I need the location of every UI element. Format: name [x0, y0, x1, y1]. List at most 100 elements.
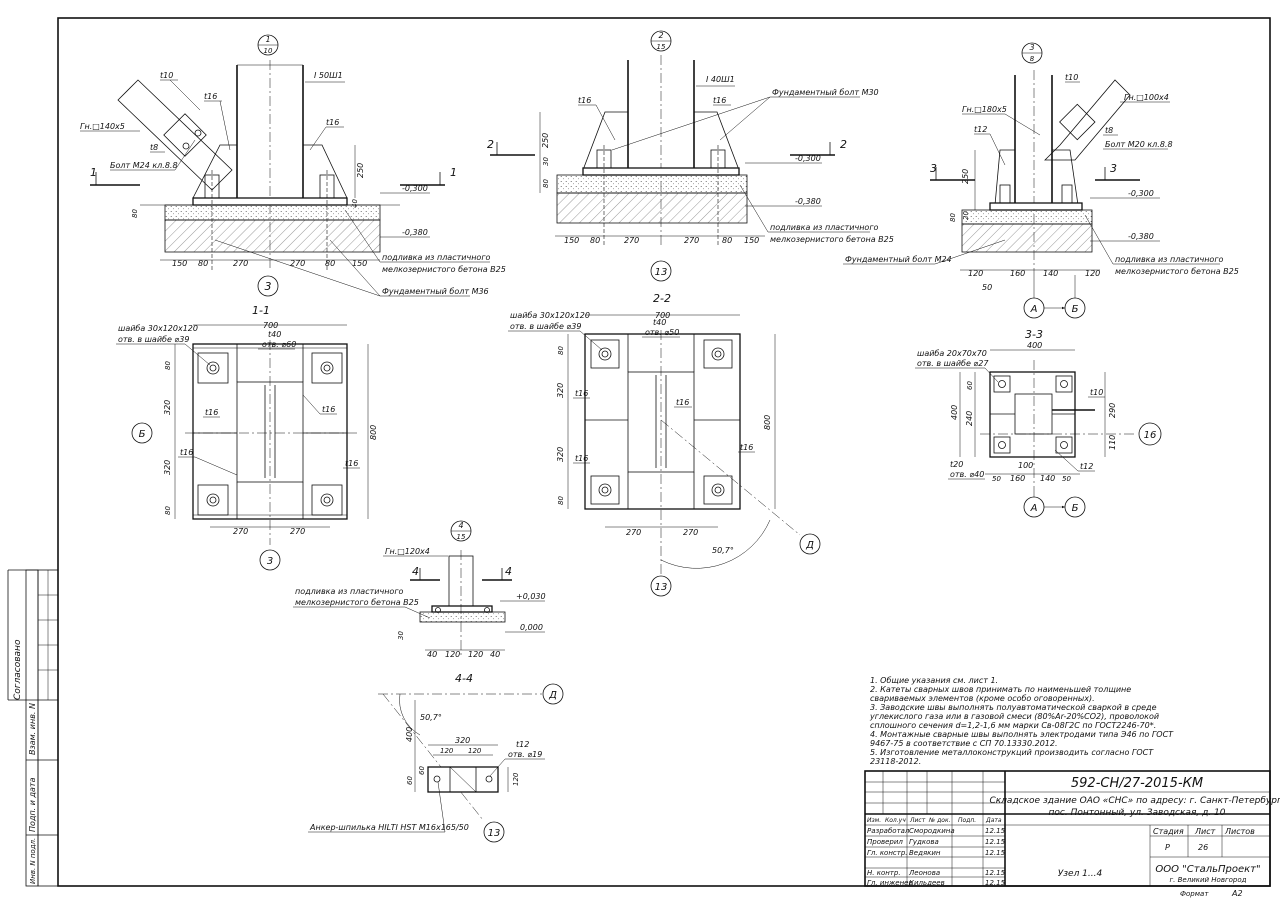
inv-orig-label: Инв. N подл. [29, 838, 37, 884]
svg-text:4: 4 [458, 521, 463, 530]
svg-text:150: 150 [352, 259, 367, 268]
svg-text:мелкозернистого бетона В25: мелкозернистого бетона В25 [295, 598, 419, 607]
svg-text:Лист: Лист [1194, 827, 1216, 836]
v1-brace [117, 79, 233, 191]
svg-text:1: 1 [90, 166, 97, 179]
svg-text:t16: t16 [713, 96, 726, 105]
svg-text:120: 120 [468, 650, 483, 659]
svg-text:подливка из пластичного: подливка из пластичного [770, 223, 879, 232]
svg-text:80: 80 [557, 346, 565, 355]
inv-replace-label: Взам. инв. N [28, 703, 37, 755]
svg-text:80: 80 [722, 236, 732, 245]
svg-text:Гн.□120х4: Гн.□120х4 [385, 547, 430, 556]
svg-text:270: 270 [290, 527, 305, 536]
note-line: 23118-2012. [870, 757, 921, 766]
svg-text:Стадия: Стадия [1153, 827, 1184, 836]
svg-text:-0,380: -0,380 [1128, 232, 1154, 241]
svg-text:t8: t8 [150, 143, 158, 152]
svg-text:150: 150 [172, 259, 187, 268]
svg-text:подливка из пластичного: подливка из пластичного [382, 253, 491, 262]
svg-text:отв. ⌀40: отв. ⌀40 [950, 470, 984, 479]
svg-text:t16: t16 [204, 92, 217, 101]
svg-text:30: 30 [542, 157, 550, 166]
svg-text:270: 270 [683, 528, 698, 537]
svg-text:700: 700 [263, 321, 278, 330]
svg-text:320: 320 [163, 460, 172, 475]
note-line: 5. Изготовление металлоконструкций произ… [870, 748, 1154, 757]
note-line: 3. Заводские швы выполнять полуавтоматич… [870, 703, 1157, 712]
svg-text:270: 270 [290, 259, 305, 268]
svg-text:16: 16 [1144, 430, 1157, 441]
company-city: г. Великий Новгород [1169, 876, 1246, 884]
sign-date-label: Подп. и дата [28, 777, 37, 832]
svg-text:80: 80 [590, 236, 600, 245]
svg-text:13: 13 [488, 828, 501, 839]
svg-text:шайба 30х120х120: шайба 30х120х120 [118, 324, 198, 333]
note-line: свариваемых элементов (кроме особо огово… [870, 694, 1095, 703]
sign-date: 12.15 [985, 879, 1006, 887]
svg-text:50: 50 [1062, 475, 1071, 483]
svg-text:отв. в шайбе ⌀39: отв. в шайбе ⌀39 [510, 322, 581, 331]
svg-text:13: 13 [655, 267, 668, 278]
svg-text:Д: Д [548, 690, 557, 701]
view-1-elevation: 1 10 I 50Ш1 t10 t16 Гн.□140х5 [80, 34, 506, 297]
svg-text:3: 3 [1029, 43, 1034, 52]
sheet-title: Узел 1...4 [1058, 869, 1103, 879]
svg-text:150: 150 [744, 236, 759, 245]
role: Гл. констр. [867, 849, 908, 857]
svg-text:8: 8 [1030, 55, 1035, 63]
svg-text:I 40Ш1: I 40Ш1 [706, 75, 735, 84]
svg-text:Фундаментный болт М36: Фундаментный болт М36 [382, 287, 489, 296]
svg-text:250: 250 [356, 163, 365, 178]
svg-text:13: 13 [655, 582, 668, 593]
note-line: сплошного сечения d=1,2-1,6 мм марки Св-… [870, 721, 1156, 730]
svg-text:t16: t16 [740, 443, 753, 452]
sign-date: 12.15 [985, 849, 1006, 857]
svg-text:отв. ⌀60: отв. ⌀60 [262, 340, 296, 349]
svg-text:t10: t10 [1065, 73, 1078, 82]
view-4-elevation: 4 15 Гн.□120х4 4 4 подливка из пластично… [293, 520, 546, 659]
svg-text:Дата: Дата [985, 817, 1002, 824]
svg-text:мелкозернистого бетона В25: мелкозернистого бетона В25 [1115, 267, 1239, 276]
svg-text:60: 60 [406, 776, 414, 785]
svg-text:1: 1 [450, 166, 457, 179]
person-name: Смородкина [909, 827, 955, 835]
svg-text:320: 320 [556, 447, 565, 462]
svg-text:2: 2 [487, 138, 494, 151]
svg-text:Болт М20 кл.8.8: Болт М20 кл.8.8 [1105, 140, 1173, 149]
svg-text:Болт М24 кл.8.8: Болт М24 кл.8.8 [110, 161, 178, 170]
svg-text:120: 120 [445, 650, 460, 659]
svg-text:3: 3 [930, 162, 937, 175]
svg-text:Анкер-шпилька HILTI HST M16х16: Анкер-шпилька HILTI HST M16х165/50 [309, 823, 469, 832]
svg-text:t16: t16 [575, 389, 588, 398]
svg-text:t12: t12 [516, 740, 529, 749]
svg-text:800: 800 [763, 415, 772, 430]
section-4-4: 4-4 Д 50,7° 320 120 120 t12 отв. ⌀19 400… [308, 672, 564, 843]
svg-text:Гн.□140х5: Гн.□140х5 [80, 122, 125, 131]
svg-text:t16: t16 [180, 448, 193, 457]
note-line: углекислого газа или в газовой смеси (80… [869, 712, 1159, 721]
svg-text:отв. ⌀50: отв. ⌀50 [645, 328, 679, 337]
svg-text:подливка из пластичного: подливка из пластичного [1115, 255, 1224, 264]
svg-text:4: 4 [412, 565, 419, 578]
svg-text:отв. в шайбе ⌀27: отв. в шайбе ⌀27 [917, 359, 989, 368]
svg-text:400: 400 [1027, 341, 1042, 350]
svg-text:400: 400 [950, 405, 959, 420]
note-line: 2. Катеты сварных швов принимать по наим… [870, 685, 1131, 694]
svg-text:270: 270 [233, 527, 248, 536]
sign-date: 12.15 [985, 838, 1006, 846]
svg-text:t20: t20 [950, 460, 963, 469]
svg-text:t16: t16 [676, 398, 689, 407]
title-block: 592-СН/27-2015-КМ Складское здание ОАО «… [864, 770, 1280, 887]
svg-text:Гн.□180х5: Гн.□180х5 [962, 105, 1007, 114]
svg-text:80: 80 [557, 496, 565, 505]
svg-text:1-1: 1-1 [252, 304, 270, 317]
svg-text:-0,380: -0,380 [795, 197, 821, 206]
svg-text:290: 290 [1108, 403, 1117, 418]
svg-text:140: 140 [1043, 269, 1058, 278]
v2-bottom-dims: 150 80 270 270 80 150 [564, 236, 759, 245]
person-name: Ведякин [909, 849, 941, 857]
svg-text:320: 320 [556, 383, 565, 398]
svg-text:Подп.: Подп. [958, 817, 976, 824]
